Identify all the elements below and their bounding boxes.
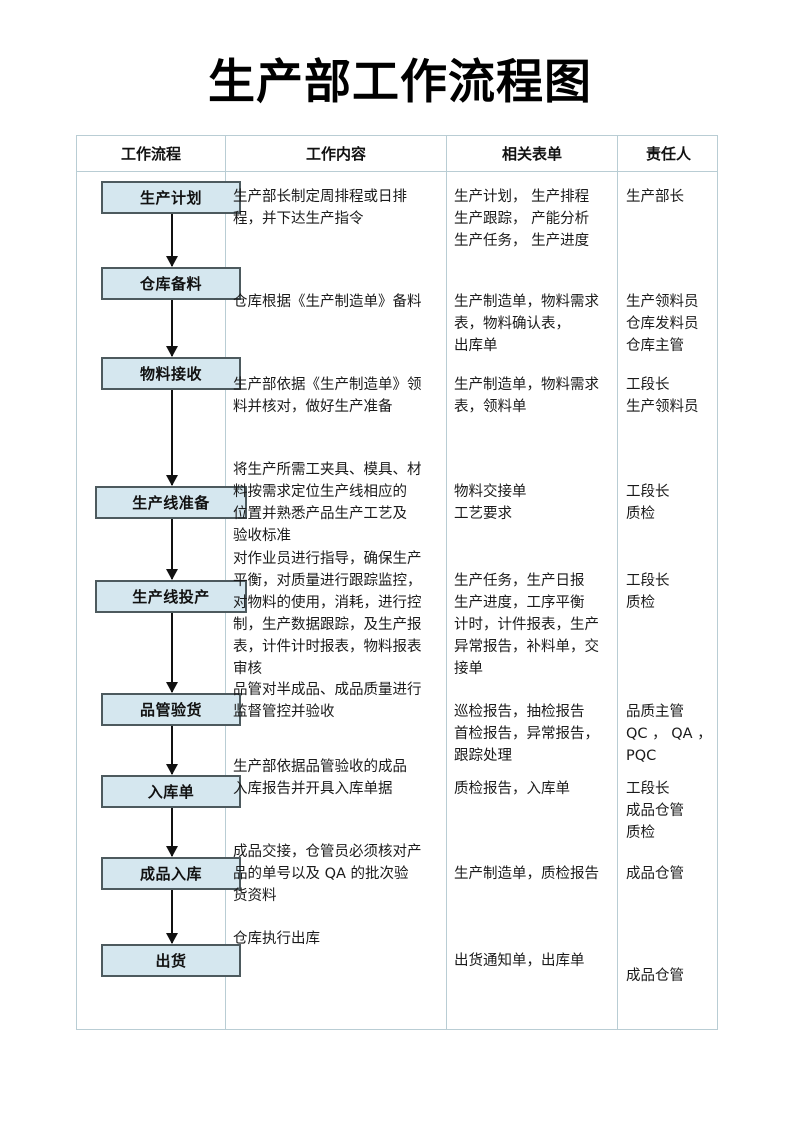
owner-cell-9: 成品仓管 <box>626 968 684 984</box>
forms-cell-8: 生产制造单，质检报告 <box>454 866 599 882</box>
forms-cell-4: 物料交接单 工艺要求 <box>454 484 527 522</box>
flow-box-step-1[interactable]: 生产计划 <box>101 181 241 214</box>
workflow-diagram: 生产计划 仓库备料 物料接收 生产线准备 生产线投产 品管验货 入库单 成品入库… <box>77 172 247 1030</box>
content-cell-2: 仓库根据《生产制造单》备料 <box>233 294 422 310</box>
forms-cell-5: 生产任务，生产日报 生产进度，工序平衡 计时，计件报表，生产 异常报告，补料单，… <box>454 573 599 677</box>
flow-arrow-6 <box>166 726 178 775</box>
forms-cell-1: 生产计划， 生产排程 生产跟踪， 产能分析 生产任务， 生产进度 <box>454 189 590 249</box>
flow-box-step-5[interactable]: 生产线投产 <box>95 580 247 613</box>
flow-box-step-2[interactable]: 仓库备料 <box>101 267 241 300</box>
column-header-owner: 责任人 <box>645 145 691 163</box>
flow-arrow-1 <box>166 214 178 267</box>
forms-cell-7: 质检报告，入库单 <box>454 781 570 797</box>
flow-box-step-9[interactable]: 出货 <box>101 944 241 977</box>
column-divider-2 <box>446 136 447 1029</box>
flow-arrow-4 <box>166 519 178 580</box>
flow-box-step-3[interactable]: 物料接收 <box>101 357 241 390</box>
content-cell-4: 将生产所需工夹具、模具、材 料按需求定位生产线相应的 位置并熟悉产品生产工艺及 … <box>233 462 422 544</box>
column-header-forms: 相关表单 <box>501 145 562 163</box>
flow-box-step-4[interactable]: 生产线准备 <box>95 486 247 519</box>
column-divider-3 <box>617 136 618 1029</box>
content-cell-9: 仓库执行出库 <box>233 931 320 947</box>
forms-cell-3: 生产制造单，物料需求 表，领料单 <box>454 377 599 415</box>
forms-cell-2: 生产制造单，物料需求 表，物料确认表， 出库单 <box>454 294 599 354</box>
flow-box-step-8[interactable]: 成品入库 <box>101 857 241 890</box>
owner-cell-1: 生产部长 <box>626 189 684 205</box>
flow-arrow-5 <box>166 613 178 693</box>
content-cell-3: 生产部依据《生产制造单》领 料并核对，做好生产准备 <box>233 377 422 415</box>
flow-arrow-3 <box>166 390 178 486</box>
owner-cell-3: 工段长 生产领料员 <box>626 377 699 415</box>
flow-box-step-7[interactable]: 入库单 <box>101 775 241 808</box>
page-title: 生产部工作流程图 <box>208 55 592 110</box>
forms-cell-6: 巡检报告，抽检报告 首检报告，异常报告， 跟踪处理 <box>454 704 599 764</box>
owner-cell-8: 成品仓管 <box>626 866 684 882</box>
forms-cell-9: 出货通知单，出库单 <box>454 953 585 969</box>
flow-arrow-2 <box>166 300 178 357</box>
content-cell-7: 生产部依据品管验收的成品 入库报告并开具入库单据 <box>233 759 407 797</box>
content-cell-1: 生产部长制定周排程或日排 程，并下达生产指令 <box>233 189 407 227</box>
flow-arrow-8 <box>166 890 178 944</box>
header-divider <box>77 171 717 172</box>
column-header-content: 工作内容 <box>305 145 366 163</box>
flowchart-table: 工作流程 工作内容 相关表单 责任人 生产计划 仓库备料 物料接收 生产线准备 … <box>76 135 718 1030</box>
owner-cell-5: 工段长 质检 <box>626 573 670 611</box>
owner-cell-4: 工段长 质检 <box>626 484 670 522</box>
content-cell-5: 对作业员进行指导，确保生产 平衡，对质量进行跟踪监控， 对物料的使用，消耗，进行… <box>233 551 422 677</box>
owner-cell-7: 工段长 成品仓管 质检 <box>626 781 684 841</box>
flow-box-step-6[interactable]: 品管验货 <box>101 693 241 726</box>
owner-cell-6: 品质主管 QC ， QA ， PQC <box>626 704 712 764</box>
owner-cell-2: 生产领料员 仓库发料员 仓库主管 <box>626 294 699 354</box>
column-header-workflow: 工作流程 <box>120 145 181 163</box>
content-cell-6: 品管对半成品、成品质量进行 监督管控并验收 <box>233 682 422 720</box>
flow-arrow-7 <box>166 808 178 857</box>
content-cell-8: 成品交接，仓管员必须核对产 品的单号以及 QA 的批次验 货资料 <box>233 844 422 904</box>
